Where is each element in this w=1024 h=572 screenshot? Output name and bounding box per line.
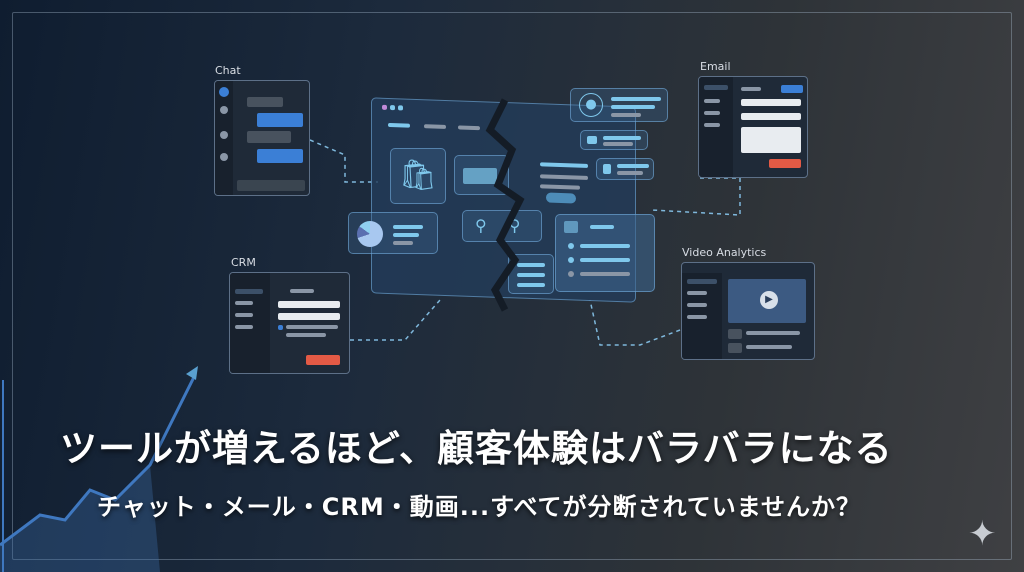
chat-label: Chat [215, 64, 241, 77]
user-icon: ● [579, 93, 603, 117]
pie-chart-icon [357, 221, 383, 247]
headline: ツールが増えるほど、顧客体験はバラバラになる [60, 427, 893, 470]
chat-window [214, 80, 310, 196]
play-icon[interactable]: ▶ [760, 291, 778, 309]
email-label: Email [700, 60, 731, 73]
arrow-head-icon [186, 366, 198, 380]
crm-label: CRM [231, 256, 256, 269]
growth-chart-area [0, 465, 160, 572]
connectors [309, 139, 741, 346]
lock-icon [603, 164, 611, 174]
avatar-icon [219, 87, 229, 97]
shopping-bag-icon: 🛍 [390, 148, 446, 204]
growth-line [0, 374, 197, 547]
video-analytics-window: ▶ [681, 262, 815, 360]
video-analytics-label: Video Analytics [682, 246, 767, 259]
crm-window [229, 272, 350, 374]
subheadline: チャット・メール・CRM・動画...すべてが分断されていませんか？ [97, 493, 862, 521]
folder-icon [587, 136, 597, 144]
border-frame [12, 12, 1012, 560]
email-window [698, 76, 808, 178]
sparkle-icon: ✦ [968, 514, 997, 554]
